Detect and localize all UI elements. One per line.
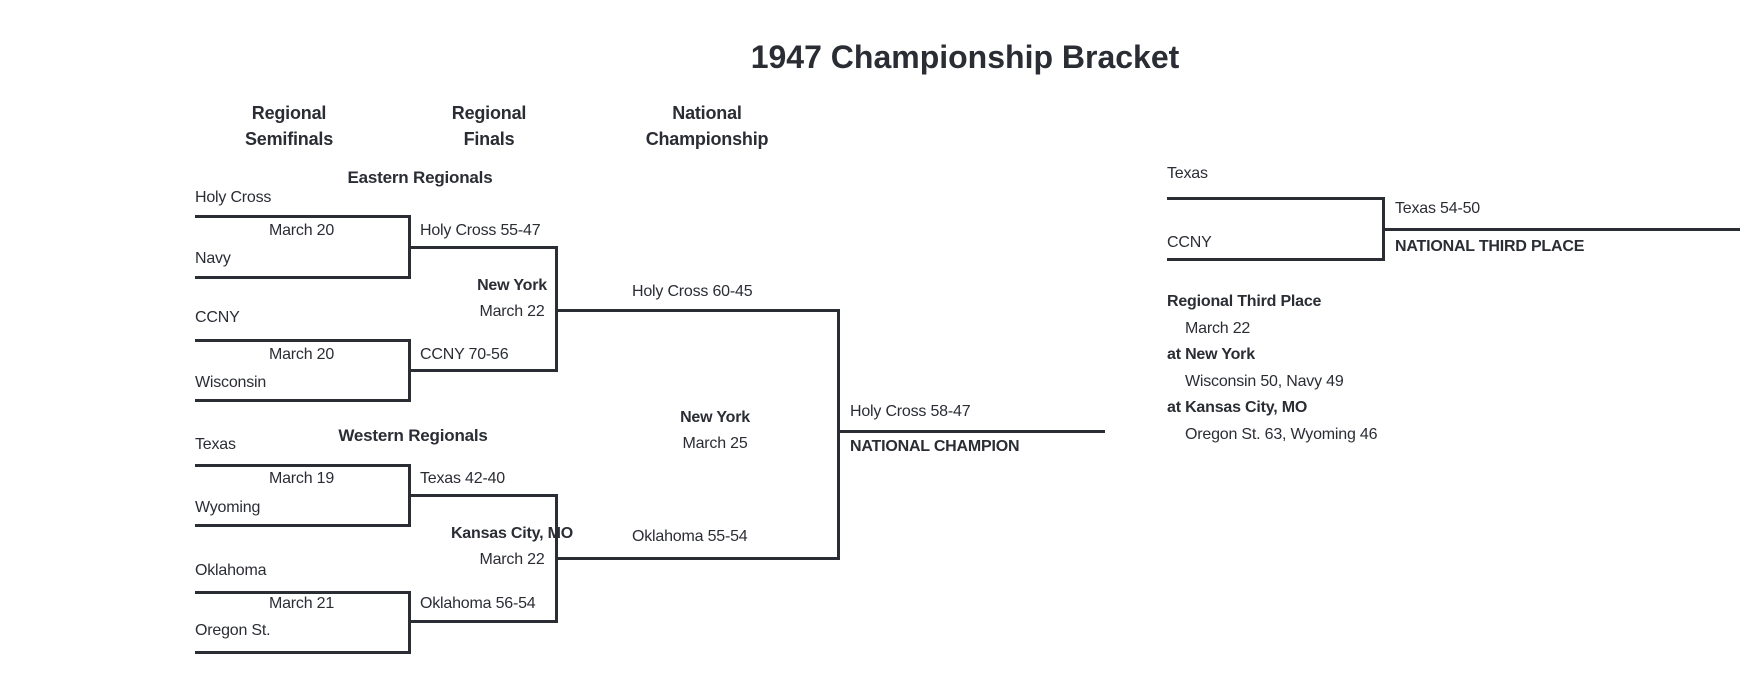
east-semi1-bottom-line — [195, 276, 411, 279]
team-label-navy: Navy — [195, 250, 231, 267]
east-semi1-date: March 20 — [268, 222, 335, 239]
east-semi2-date: March 20 — [268, 346, 335, 363]
east-final-winner-line — [555, 309, 840, 312]
col-header-line2: Championship — [645, 129, 769, 149]
team-label-holy-cross: Holy Cross — [195, 189, 272, 206]
west-semi1-top-line — [195, 464, 411, 467]
east-semi2-top-line — [195, 339, 411, 342]
west-region-header: Western Regionals — [338, 426, 488, 445]
third-place-winner-line — [1382, 228, 1740, 231]
east-final-date: March 22 — [479, 303, 545, 320]
west-semi1-bottom-line — [195, 524, 411, 527]
west-semi2-date: March 21 — [268, 595, 335, 612]
regional-third-place-site1-result: Wisconsin 50, Navy 49 — [1185, 372, 1344, 390]
west-final-winner-line — [555, 557, 840, 560]
col-header-regional-finals: Regional Finals — [394, 100, 584, 152]
west-semi2-winner: Oklahoma 56-54 — [420, 595, 536, 612]
east-semi2-bottom-line — [195, 399, 411, 402]
west-semi1-winner-line — [408, 494, 555, 497]
regional-third-place-site1-venue: at New York — [1167, 346, 1255, 363]
col-header-line1: Regional — [251, 103, 327, 123]
east-final-winner: Holy Cross 60-45 — [632, 283, 753, 300]
championship-winner-line — [837, 430, 1105, 433]
page-title: 1947 Championship Bracket — [750, 39, 1180, 75]
col-header-regional-semifinals: Regional Semifinals — [194, 100, 384, 152]
national-third-place-label: NATIONAL THIRD PLACE — [1395, 238, 1585, 255]
third-place-winner: Texas 54-50 — [1395, 200, 1480, 217]
col-header-national-championship: National Championship — [612, 100, 802, 152]
team-label-ccny: CCNY — [195, 309, 240, 326]
east-semi2-winner-line — [408, 369, 555, 372]
regional-third-place-block: Regional Third Place March 22 at New Yor… — [1167, 289, 1377, 448]
west-final-winner: Oklahoma 55-54 — [632, 528, 748, 545]
col-header-line1: National — [672, 103, 742, 123]
col-header-line2: Finals — [463, 129, 515, 149]
team-label-texas: Texas — [195, 436, 236, 453]
east-final-venue: New York — [477, 277, 547, 294]
east-semi2-winner: CCNY 70-56 — [420, 346, 509, 363]
east-semi1-top-line — [195, 215, 411, 218]
west-semi1-winner: Texas 42-40 — [420, 470, 505, 487]
team-label-oregon-st: Oregon St. — [195, 622, 271, 639]
championship-date: March 25 — [682, 435, 748, 452]
regional-third-place-header: Regional Third Place — [1167, 293, 1322, 310]
team-label-wisconsin: Wisconsin — [195, 374, 267, 391]
regional-third-place-date: March 22 — [1185, 319, 1251, 337]
col-header-line2: Semifinals — [244, 129, 334, 149]
west-semi2-top-line — [195, 591, 411, 594]
col-header-line1: Regional — [451, 103, 527, 123]
championship-winner: Holy Cross 58-47 — [850, 403, 971, 420]
championship-connector-line — [837, 309, 840, 560]
east-semi1-winner: Holy Cross 55-47 — [420, 222, 541, 239]
team-label-wyoming: Wyoming — [195, 499, 261, 516]
regional-third-place-site2-result: Oregon St. 63, Wyoming 46 — [1185, 425, 1378, 443]
third-place-team-ccny: CCNY — [1167, 234, 1212, 251]
west-final-venue: Kansas City, MO — [450, 525, 574, 542]
west-semi1-date: March 19 — [268, 470, 335, 487]
east-semi1-winner-line — [408, 246, 555, 249]
championship-venue: New York — [680, 409, 750, 426]
west-semi2-bottom-line — [195, 651, 411, 654]
west-semi2-winner-line — [408, 620, 555, 623]
third-place-team-texas: Texas — [1167, 165, 1208, 182]
west-final-date: March 22 — [479, 551, 545, 568]
regional-third-place-site2-venue: at Kansas City, MO — [1167, 399, 1308, 416]
national-champion-label: NATIONAL CHAMPION — [850, 438, 1020, 455]
third-place-top-line — [1167, 197, 1385, 200]
third-place-bottom-line — [1167, 258, 1385, 261]
east-region-header: Eastern Regionals — [347, 168, 493, 187]
team-label-oklahoma: Oklahoma — [195, 562, 267, 579]
